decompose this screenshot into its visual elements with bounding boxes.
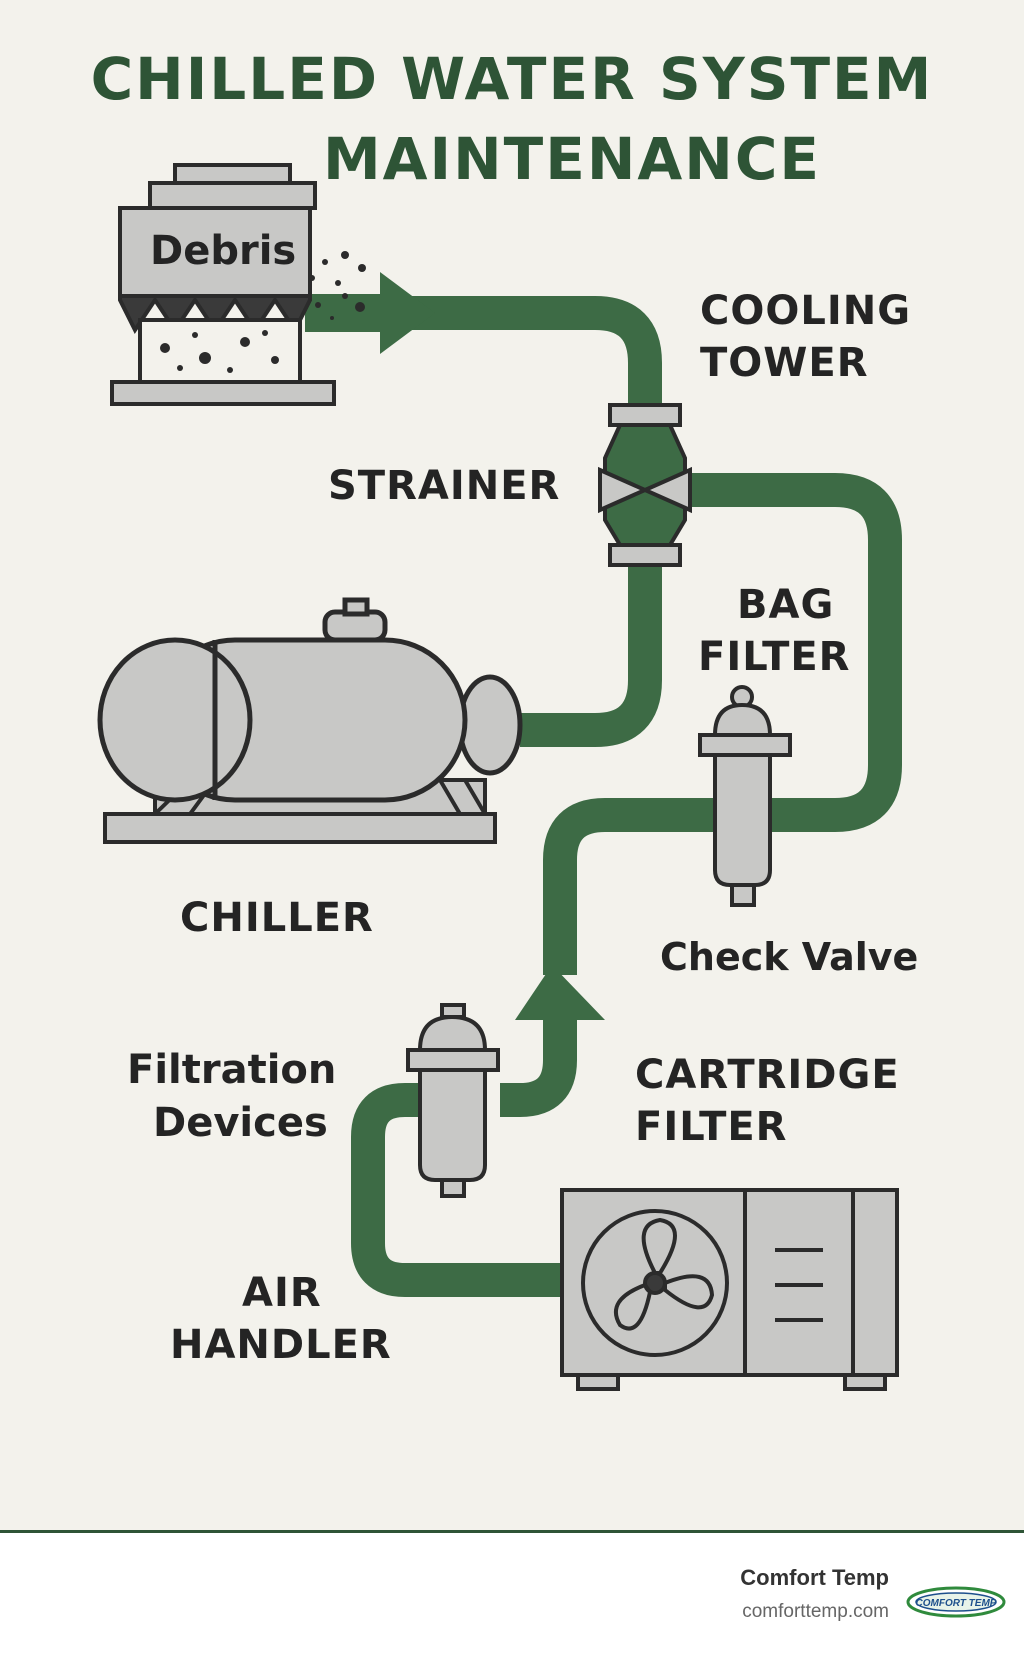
strainer-valve — [598, 403, 692, 567]
label-cooling-tower-2: TOWER — [700, 340, 869, 386]
svg-text:COMFORT TEMP: COMFORT TEMP — [916, 1598, 997, 1609]
air-handler-unit — [560, 1188, 899, 1391]
label-check-valve: Check Valve — [660, 935, 919, 979]
pipe-network — [351, 296, 902, 1297]
bag-filter-canister — [698, 685, 792, 907]
pipe-strainer-to-bagfilter — [685, 473, 902, 832]
label-chiller: CHILLER — [180, 895, 374, 941]
debris-particles — [160, 251, 366, 373]
brand-name: Comfort Temp — [740, 1565, 889, 1590]
pipe-arrow-to-cartridge — [500, 1020, 577, 1117]
label-bag-filter-2: FILTER — [698, 634, 851, 680]
label-cartridge-filter-1: CARTRIDGE — [635, 1052, 900, 1098]
footer: Comfort Temp comforttemp.com COMFORT TEM… — [0, 1530, 1024, 1669]
label-strainer: STRAINER — [328, 463, 561, 509]
cooling-tower-unit — [110, 163, 336, 406]
label-filtration-1: Filtration — [127, 1047, 337, 1093]
pipe-cartridge-to-airhandler — [351, 1083, 562, 1297]
flow-arrow-debris — [305, 272, 435, 354]
page-title-line-1: CHILLED WATER SYSTEM — [90, 45, 934, 113]
diagram-svg — [97, 163, 902, 1391]
cartridge-filter-canister — [406, 1003, 500, 1198]
label-cooling-tower-1: COOLING — [700, 288, 912, 334]
label-air-handler-2: HANDLER — [170, 1322, 392, 1368]
pipe-tower-to-strainer — [410, 296, 662, 410]
label-filtration-2: Devices — [153, 1100, 328, 1146]
label-bag-filter-1: BAG — [737, 582, 835, 628]
pipe-bagfilter-to-arrow — [543, 798, 715, 975]
brand-logo-icon: COMFORT TEMP — [906, 1586, 1006, 1618]
chiller-unit — [97, 597, 523, 844]
diagram-canvas: CHILLED WATER SYSTEM MAINTENANCE Debris … — [90, 45, 934, 1391]
flow-arrow-up — [515, 965, 605, 1040]
label-air-handler-1: AIR — [242, 1270, 322, 1316]
brand-url[interactable]: comforttemp.com — [742, 1601, 889, 1622]
pipe-strainer-to-chiller — [520, 560, 662, 747]
page-title-line-2: MAINTENANCE — [322, 125, 822, 193]
label-cartridge-filter-2: FILTER — [635, 1104, 788, 1150]
label-debris: Debris — [150, 228, 297, 274]
